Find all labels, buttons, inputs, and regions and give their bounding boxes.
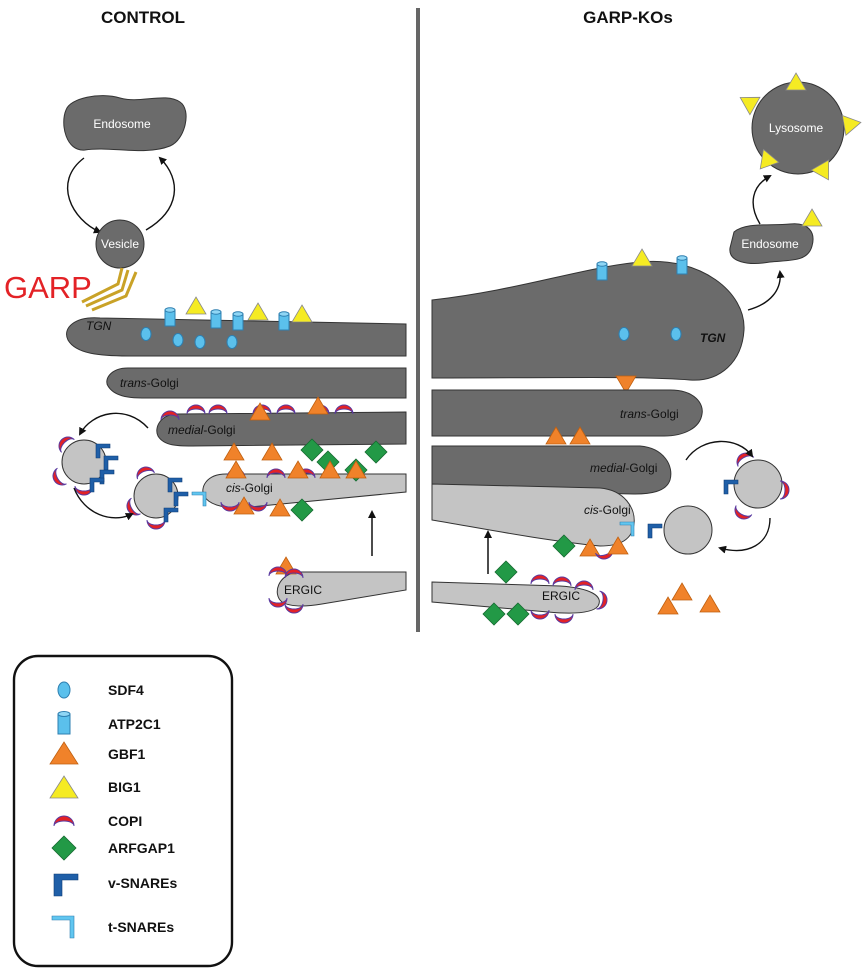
garp-complex-icon (81, 267, 138, 312)
red-crescent-icon (53, 815, 75, 827)
garp-ko-panel-title: GARP-KOs (583, 8, 673, 27)
control-vesicle-to-endosome-arrow (145, 156, 176, 231)
ko-vesicle-recycle-arrow-bottom (718, 517, 771, 554)
light-blue-snare-icon (51, 915, 75, 939)
legend-item-big1: BIG1 (49, 775, 141, 799)
legend-label: COPI (108, 813, 142, 829)
ko-cis-golgi-label: cis-Golgi (584, 503, 631, 517)
legend-item-arfgap1: ARFGAP1 (51, 835, 175, 861)
ko-tgn-to-endosome-arrow (747, 270, 785, 311)
legend-item-copi: COPI (53, 813, 142, 829)
legend-label: v-SNAREs (108, 875, 177, 891)
legend-label: ARFGAP1 (108, 840, 175, 856)
ko-vesicle-recycle-arrow-top (685, 440, 754, 461)
control-tgn (66, 317, 407, 357)
control-endosome-label: Endosome (93, 117, 151, 131)
green-diamond-icon (51, 835, 77, 861)
legend-label: SDF4 (108, 682, 144, 698)
control-vesicle-label: Vesicle (101, 237, 139, 251)
control-ergic-label: ERGIC (284, 583, 322, 597)
legend-label: BIG1 (108, 779, 141, 795)
control-medial-golgi (156, 411, 407, 447)
legend-item-t-snares: t-SNAREs (51, 915, 174, 939)
ko-endosome-to-lysosome-arrow (752, 175, 772, 225)
ko-tgn-label: TGN (700, 331, 726, 345)
control-cis-golgi-label: cis-Golgi (226, 481, 273, 495)
ko-cytosolic-gbf1-markers (657, 582, 721, 615)
control-trans-golgi-label: trans-Golgi (120, 376, 179, 390)
control-panel: Endosome Vesicle GARP TGN trans-Golgi me… (4, 95, 407, 614)
yellow-triangle-icon (49, 775, 79, 799)
ko-ergic-label: ERGIC (542, 589, 580, 603)
dark-blue-snare-icon (53, 873, 79, 897)
control-panel-title: CONTROL (101, 8, 185, 27)
control-copi-vesicle-right (123, 463, 207, 530)
garp-ko-panel: Lysosome Endosome TGN trans-Golgi (431, 72, 863, 626)
legend-item-atp2c1: ATP2C1 (57, 711, 161, 735)
ko-medial-golgi-label: medial-Golgi (590, 461, 657, 475)
control-vesicle-recycle-arrow-bottom (73, 487, 134, 521)
ko-endosome-big1-marker (801, 208, 823, 227)
control-endosome-to-vesicle-arrow (66, 157, 102, 234)
ko-lysosome-label: Lysosome (769, 121, 824, 135)
legend-item-v-snares: v-SNAREs (53, 873, 177, 897)
legend-label: t-SNAREs (108, 919, 174, 935)
garp-label: GARP (4, 270, 92, 305)
ko-trans-golgi-label: trans-Golgi (620, 407, 679, 421)
ko-ergic (431, 581, 600, 614)
ko-copi-vesicle-lower (647, 505, 713, 555)
legend-label: ATP2C1 (108, 716, 161, 732)
ko-cis-golgi (431, 483, 635, 547)
legend-item-sdf4: SDF4 (57, 681, 144, 699)
ko-endosome (729, 223, 814, 264)
control-copi-vesicle-left (49, 432, 119, 496)
legend: SDF4 ATP2C1 GBF1 BIG1 COPI ARFGAP1 v-SNA… (12, 654, 234, 968)
control-trans-golgi (106, 367, 407, 399)
control-medial-golgi-label: medial-Golgi (168, 423, 235, 437)
ko-tgn (431, 260, 745, 381)
legend-label: GBF1 (108, 746, 146, 762)
control-endosome (63, 95, 187, 152)
control-tgn-label: TGN (86, 319, 112, 333)
ko-medial-golgi (431, 445, 672, 495)
control-vesicle (95, 219, 145, 269)
control-vesicle-recycle-arrow-top (79, 412, 149, 436)
oval-icon (57, 681, 71, 699)
ko-copi-vesicle-upper (723, 449, 790, 523)
legend-item-gbf1: GBF1 (49, 741, 146, 765)
orange-triangle-icon (49, 741, 79, 765)
ko-endosome-label: Endosome (741, 237, 799, 251)
ko-trans-golgi (431, 389, 703, 437)
